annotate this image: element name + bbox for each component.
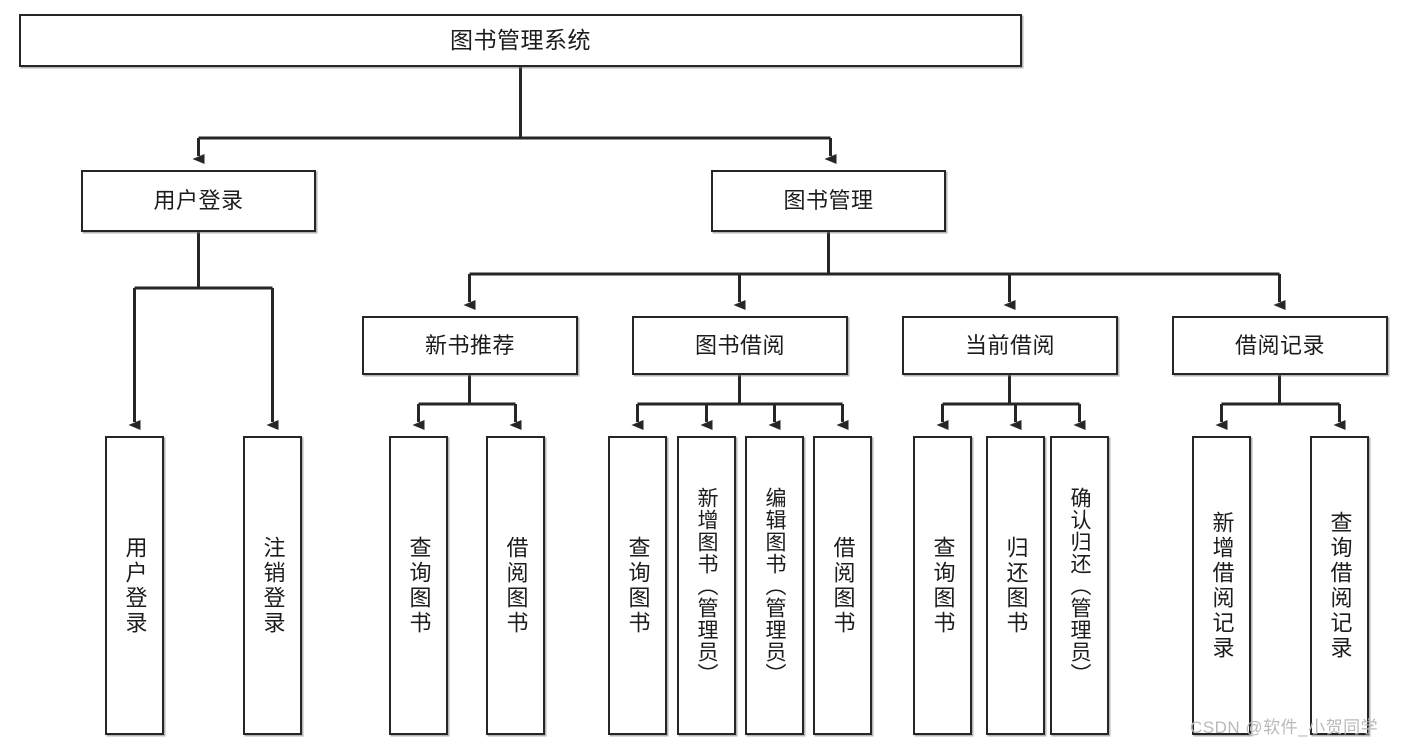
node-leaf-query-book-rec-label: 查询图书 — [406, 535, 432, 636]
node-leaf-query-book-rec[interactable]: 查询图书 — [389, 436, 448, 735]
node-book-manage-label: 图书管理 — [783, 188, 874, 214]
node-leaf-logout[interactable]: 注销登录 — [243, 436, 302, 735]
node-leaf-query-book-borrow-label: 查询图书 — [625, 535, 651, 636]
watermark-text: CSDN @软件_小贺同学 — [1190, 718, 1379, 737]
node-leaf-borrow-book-label: 借阅图书 — [830, 535, 856, 636]
node-leaf-user-login-label: 用户登录 — [122, 535, 148, 636]
node-current-borrow[interactable]: 当前借阅 — [902, 316, 1118, 375]
node-leaf-add-record-label: 新增借阅记录 — [1209, 510, 1235, 661]
node-user-login-label: 用户登录 — [153, 188, 244, 214]
node-leaf-query-book-borrow[interactable]: 查询图书 — [608, 436, 667, 735]
node-leaf-edit-book[interactable]: 编辑图书（管理员） — [745, 436, 804, 735]
node-leaf-user-login[interactable]: 用户登录 — [105, 436, 164, 735]
node-leaf-return-book[interactable]: 归还图书 — [986, 436, 1045, 735]
node-leaf-add-book-label: 新增图书（管理员） — [695, 486, 718, 685]
node-leaf-edit-book-label: 编辑图书（管理员） — [763, 486, 786, 685]
node-leaf-query-book-cur-label: 查询图书 — [930, 535, 956, 636]
node-leaf-query-book-cur[interactable]: 查询图书 — [913, 436, 972, 735]
node-book-borrow[interactable]: 图书借阅 — [632, 316, 848, 375]
node-root[interactable]: 图书管理系统 — [19, 14, 1022, 67]
node-borrow-record[interactable]: 借阅记录 — [1172, 316, 1388, 375]
node-leaf-confirm-return[interactable]: 确认归还（管理员） — [1050, 436, 1109, 735]
node-leaf-return-book-label: 归还图书 — [1003, 535, 1029, 636]
node-new-book-rec-label: 新书推荐 — [424, 332, 515, 358]
node-book-manage[interactable]: 图书管理 — [711, 170, 946, 232]
node-leaf-add-book[interactable]: 新增图书（管理员） — [677, 436, 736, 735]
node-leaf-add-record[interactable]: 新增借阅记录 — [1192, 436, 1251, 735]
node-root-label: 图书管理系统 — [450, 27, 591, 54]
node-leaf-borrow-book[interactable]: 借阅图书 — [813, 436, 872, 735]
node-current-borrow-label: 当前借阅 — [964, 332, 1055, 358]
node-leaf-borrow-book-rec-label: 借阅图书 — [503, 535, 529, 636]
node-book-borrow-label: 图书借阅 — [694, 332, 785, 358]
node-user-login[interactable]: 用户登录 — [81, 170, 316, 232]
node-leaf-query-record-label: 查询借阅记录 — [1327, 510, 1353, 661]
node-leaf-confirm-return-label: 确认归还（管理员） — [1068, 486, 1091, 685]
node-leaf-logout-label: 注销登录 — [260, 535, 286, 636]
node-new-book-rec[interactable]: 新书推荐 — [362, 316, 578, 375]
node-borrow-record-label: 借阅记录 — [1234, 332, 1325, 358]
node-leaf-query-record[interactable]: 查询借阅记录 — [1310, 436, 1369, 735]
node-leaf-borrow-book-rec[interactable]: 借阅图书 — [486, 436, 545, 735]
